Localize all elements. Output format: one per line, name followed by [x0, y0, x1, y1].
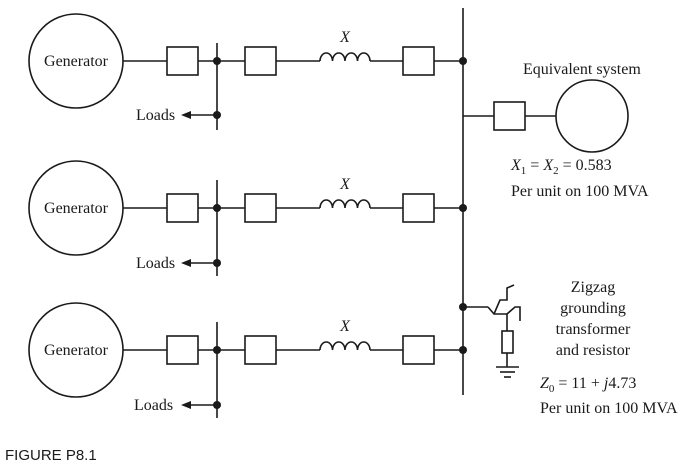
breaker-2b [244, 193, 277, 223]
breaker-1b [244, 46, 277, 76]
breaker-1c [402, 46, 435, 76]
zigzag-grounding: Zigzag grounding transformer and resisto… [459, 279, 678, 417]
breaker-equivalent [493, 101, 526, 131]
breaker-2a [166, 193, 199, 223]
zigzag-winding-b [493, 284, 515, 315]
zigzag-winding-a [487, 306, 507, 315]
equivalent-source [555, 79, 629, 153]
loads-label-1: Loads [136, 107, 175, 124]
reactor-1 [319, 52, 371, 62]
equivalent-base: Per unit on 100 MVA [511, 183, 649, 200]
reactance-label-3: X [339, 318, 351, 335]
equivalent-system: Equivalent system X1 = X2 = 0.583 Per un… [463, 61, 649, 200]
equivalent-system-title: Equivalent system [523, 61, 641, 78]
load-arrow-1 [181, 111, 191, 119]
breaker-3c [402, 335, 435, 365]
generator-row-1: Generator Loads X [28, 13, 467, 130]
generator-row-3: Generator Loads X [28, 302, 467, 418]
generator-2-label: Generator [44, 200, 109, 217]
breaker-3a [166, 335, 199, 365]
load-arrow-3 [181, 401, 191, 409]
reactor-2 [319, 199, 371, 209]
zigzag-line-1: Zigzag [571, 279, 615, 296]
loads-label-3: Loads [134, 397, 173, 414]
generator-1-label: Generator [44, 53, 109, 70]
zigzag-line-4: and resistor [556, 342, 631, 359]
generator-3-label: Generator [44, 342, 109, 359]
loads-label-2: Loads [136, 255, 175, 272]
figure-caption: FIGURE P8.1 [5, 447, 97, 464]
reactance-label-2: X [339, 176, 351, 193]
reactance-label-1: X [339, 29, 351, 46]
breaker-1a [166, 46, 199, 76]
reactor-3 [319, 341, 371, 351]
zigzag-line-2: grounding [560, 300, 626, 317]
equivalent-reactance: X1 = X2 = 0.583 [510, 157, 612, 177]
zigzag-impedance: Z0 = 11 + j4.73 [540, 375, 636, 395]
zigzag-line-3: transformer [556, 321, 631, 338]
zigzag-base: Per unit on 100 MVA [540, 400, 678, 417]
breaker-3b [244, 335, 277, 365]
load-arrow-2 [181, 259, 191, 267]
generator-row-2: Generator Loads X [28, 160, 467, 276]
grounding-resistor [501, 330, 514, 354]
breaker-2c [402, 193, 435, 223]
